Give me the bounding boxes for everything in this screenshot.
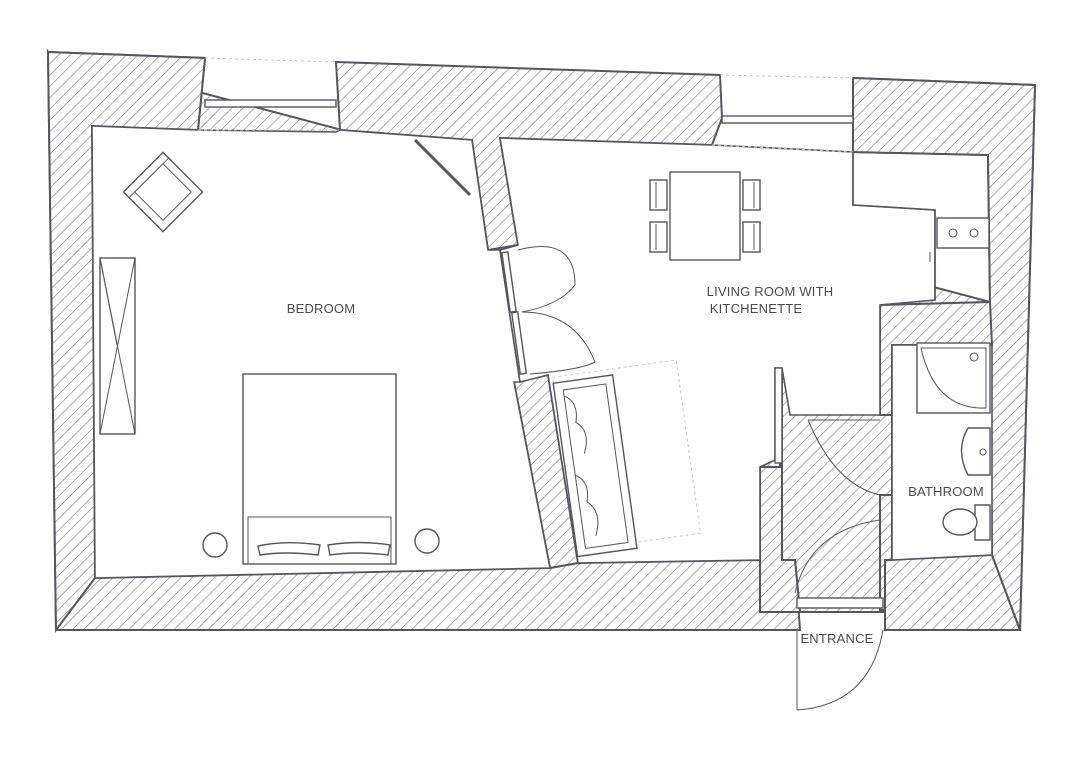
partition-stub bbox=[774, 367, 783, 464]
label-living-line2: KITCHENETTE bbox=[710, 301, 803, 316]
shower-icon bbox=[916, 342, 991, 414]
chair-icon bbox=[649, 179, 668, 211]
burner-icon bbox=[969, 228, 979, 238]
door-swing-outside bbox=[796, 629, 884, 711]
door-swing-entrance bbox=[794, 519, 881, 594]
door-leaf bbox=[501, 251, 517, 313]
chair-icon bbox=[742, 221, 761, 253]
armchair-icon bbox=[122, 151, 204, 233]
label-living-line1: LIVING ROOM WITH bbox=[707, 284, 834, 299]
dining-table bbox=[669, 171, 741, 261]
double-bed bbox=[242, 373, 397, 565]
living-furniture bbox=[551, 171, 783, 558]
sofa bbox=[551, 359, 702, 558]
pillow-icon bbox=[257, 542, 321, 556]
doors bbox=[501, 246, 885, 711]
sink-icon bbox=[960, 427, 991, 476]
entrance-threshold bbox=[796, 597, 884, 609]
nightstand-lamp-icon bbox=[414, 528, 440, 554]
bedroom-furniture bbox=[99, 138, 472, 565]
door-leaf bbox=[413, 138, 472, 197]
stove bbox=[936, 217, 990, 249]
label-bathroom: BATHROOM bbox=[908, 484, 984, 499]
kitchen-counter bbox=[852, 152, 990, 300]
window-living bbox=[721, 115, 854, 124]
door-leaf bbox=[510, 311, 528, 375]
pillow-icon bbox=[327, 541, 391, 556]
chair-icon bbox=[742, 179, 761, 211]
window-bedroom bbox=[204, 99, 337, 108]
bathroom-fixtures bbox=[916, 342, 991, 541]
chair-icon bbox=[649, 221, 668, 253]
door-swing-bathroom bbox=[807, 419, 881, 496]
bedroom-floor bbox=[91, 125, 551, 579]
burner-icon bbox=[948, 228, 958, 238]
wardrobe bbox=[99, 257, 136, 435]
label-bedroom: BEDROOM bbox=[287, 301, 356, 316]
nightstand-lamp-icon bbox=[202, 532, 228, 558]
room-labels: BEDROOM LIVING ROOM WITH KITCHENETTE BAT… bbox=[287, 284, 984, 646]
label-entrance: ENTRANCE bbox=[800, 631, 873, 646]
windows bbox=[198, 57, 854, 153]
toilet-icon bbox=[942, 504, 991, 541]
